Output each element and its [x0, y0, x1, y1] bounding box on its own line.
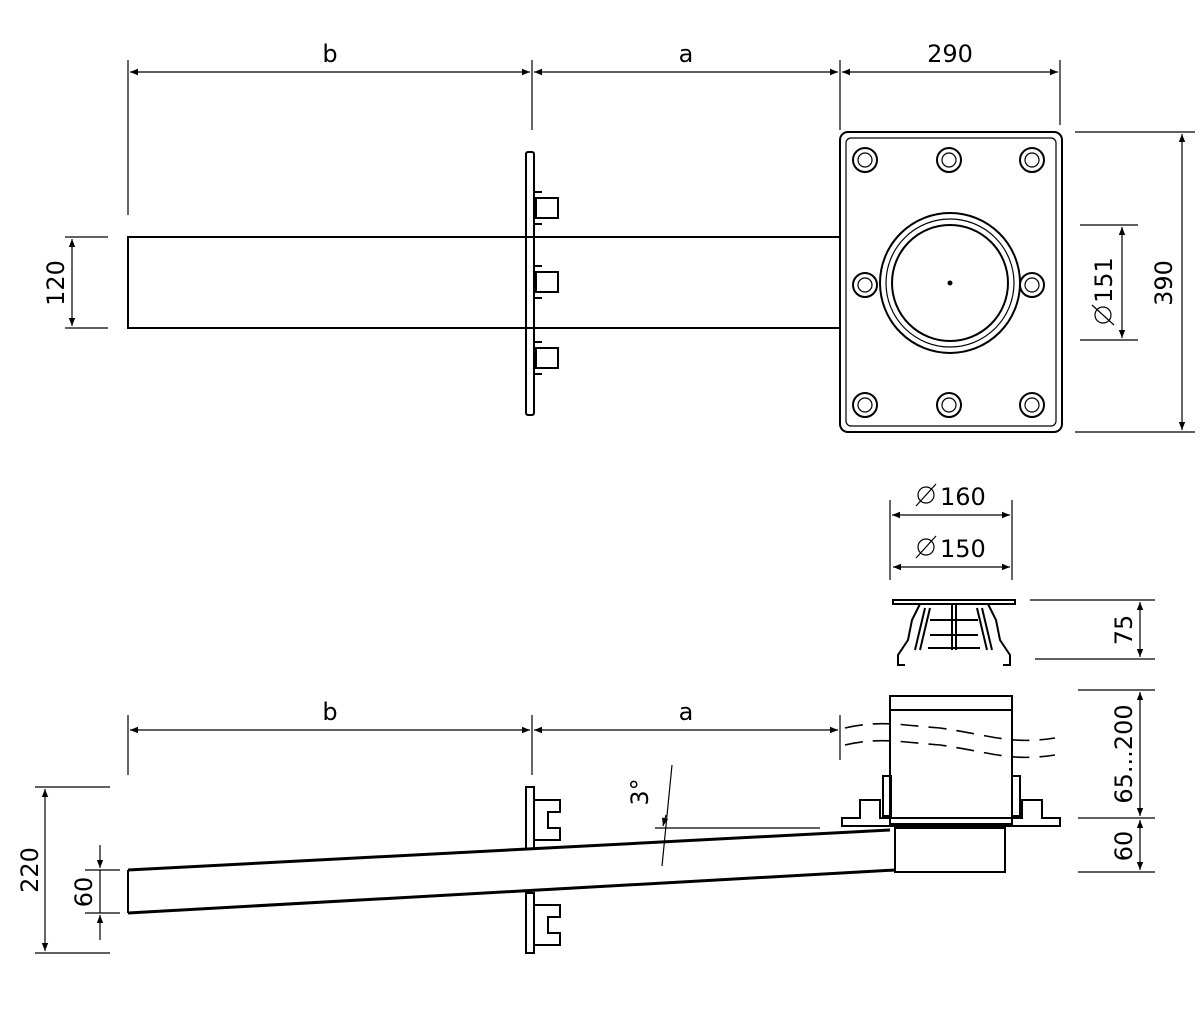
- top-view: b a 290: [42, 40, 1195, 433]
- dim-height: 390: [1150, 260, 1178, 306]
- wall-flange-top: [525, 151, 535, 416]
- dim-adjust: 65...200: [1110, 704, 1138, 803]
- dim-grate-outer: 160: [940, 483, 986, 511]
- grate-insert: [892, 599, 1016, 666]
- dim-base: 60: [1110, 831, 1138, 862]
- dim-a-top: a: [679, 40, 694, 68]
- outlet-ring: [879, 212, 1021, 354]
- diameter-icon: [1094, 306, 1112, 324]
- dim-slope: 3°: [626, 778, 654, 805]
- dim-b-side: b: [322, 698, 337, 726]
- dim-outlet: 151: [1090, 257, 1118, 303]
- dim-width: 290: [927, 40, 973, 68]
- drain-plate: [839, 131, 1063, 433]
- drain-body: [841, 695, 1061, 873]
- dim-grate-height: 75: [1110, 615, 1138, 646]
- dim-a-side: a: [679, 698, 694, 726]
- diameter-icon: [917, 486, 935, 504]
- pipe-top: [127, 236, 841, 329]
- dim-pipe-height: 60: [70, 877, 98, 908]
- dim-pipe-width: 120: [42, 260, 70, 306]
- diameter-icon: [917, 538, 935, 556]
- plate-bolts: [852, 147, 1045, 418]
- pipe-side: [127, 828, 896, 915]
- dim-grate-inner: 150: [940, 535, 986, 563]
- dim-total-height: 220: [16, 847, 44, 893]
- dim-b-top: b: [322, 40, 337, 68]
- flange-bolts: [534, 191, 559, 375]
- break-line: [844, 722, 1056, 759]
- wall-flange-side: [525, 786, 561, 954]
- side-view: 160 150 75: [16, 483, 1155, 954]
